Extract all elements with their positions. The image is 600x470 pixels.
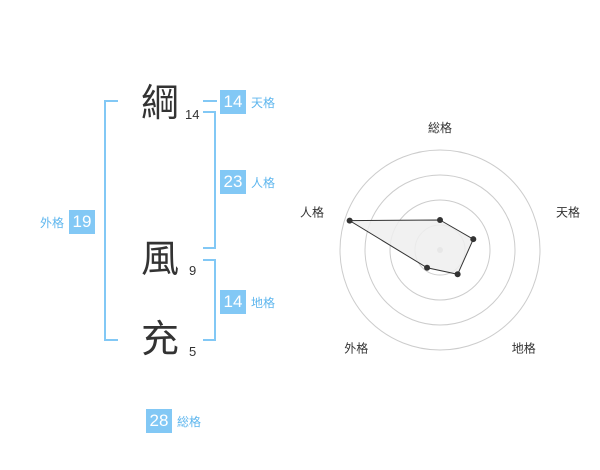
chikaku-label: 地格 — [251, 295, 276, 310]
stroke-count-2: 9 — [189, 263, 197, 278]
tenkaku-value: 14 — [220, 90, 246, 114]
radar-point-3 — [454, 271, 461, 278]
tenkaku-label: 天格 — [251, 95, 276, 110]
gaikaku-badge: 外格 19 — [40, 210, 96, 234]
radar-ring — [339, 149, 541, 351]
radar-ring — [389, 199, 491, 301]
jinkaku-label: 人格 — [251, 175, 276, 190]
radar-ring — [364, 174, 516, 326]
gaikaku-label: 外格 — [40, 215, 65, 230]
chikaku-bracket — [203, 259, 216, 341]
radar-axis-label-3: 地格 — [512, 341, 536, 356]
radar-point-4 — [424, 264, 431, 271]
jinkaku-value: 23 — [220, 170, 246, 194]
radar-axis-label-1: 総格 — [428, 120, 452, 135]
radar-axis-label-5: 人格 — [300, 204, 324, 219]
gaikaku-value: 19 — [69, 210, 96, 234]
soukaku-label: 総格 — [177, 414, 202, 429]
gaikaku-bracket — [104, 100, 118, 341]
radar-axis-label-4: 外格 — [344, 341, 368, 356]
radar-point-2 — [470, 236, 477, 243]
soukaku-value: 28 — [146, 409, 172, 433]
radar-value-polygon — [347, 219, 474, 275]
jinkaku-bracket — [203, 111, 216, 249]
stroke-count-1: 14 — [185, 107, 200, 122]
tenkaku-badge: 14 天格 — [220, 90, 275, 114]
name-char-2: 風 — [141, 237, 180, 281]
jinkaku-badge: 23 人格 — [220, 170, 275, 194]
radar-point-1 — [437, 217, 443, 223]
chikaku-badge: 14 地格 — [220, 290, 275, 314]
radar-point-5 — [346, 217, 353, 224]
name-char-3: 充 — [141, 317, 180, 361]
tenkaku-bracket — [203, 100, 217, 102]
radar-axis-label-2: 天格 — [556, 204, 580, 219]
soukaku-badge: 28 総格 — [146, 409, 201, 433]
stroke-count-3: 5 — [189, 344, 197, 359]
chikaku-value: 14 — [220, 290, 246, 314]
name-char-1: 綱 — [141, 81, 180, 125]
